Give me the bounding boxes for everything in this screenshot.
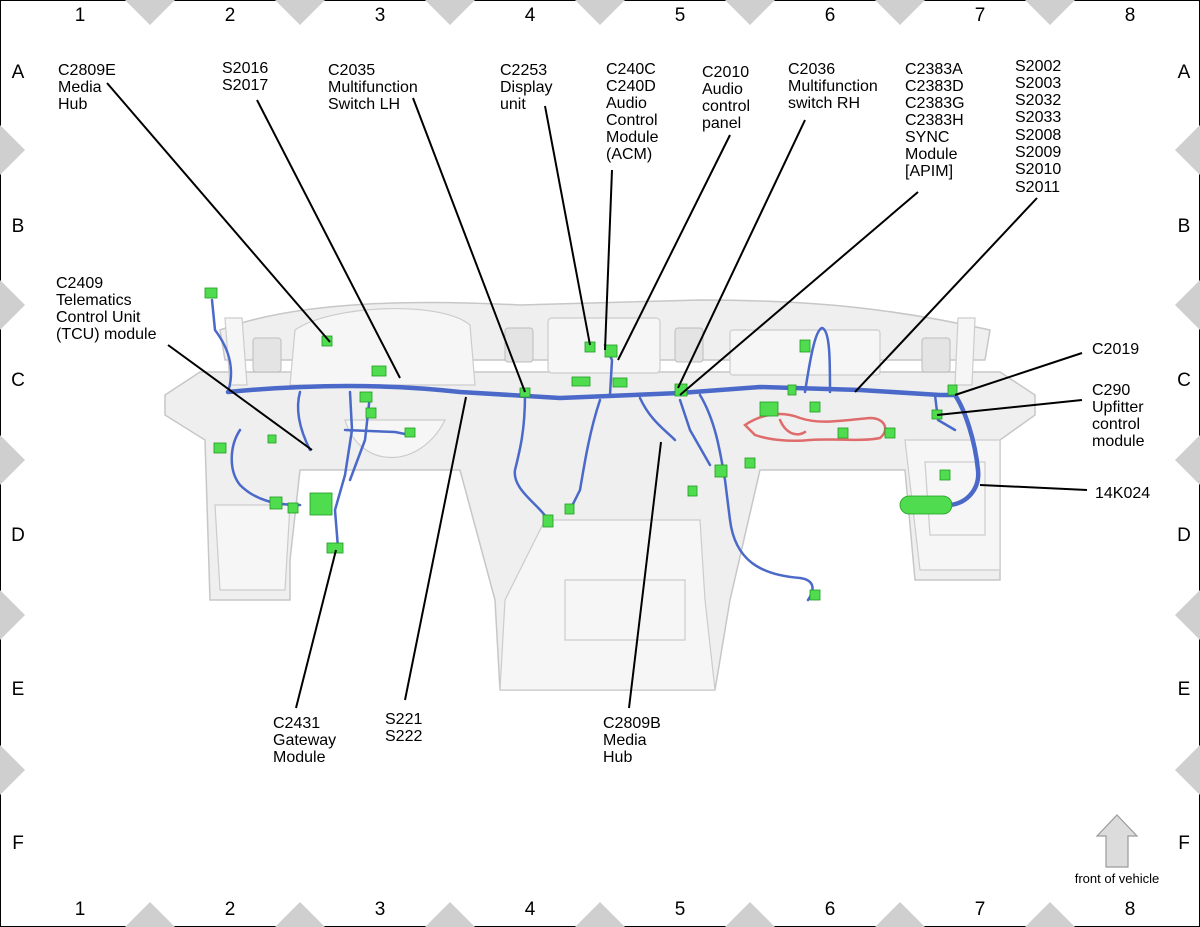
connector [269,496,283,510]
connector [519,387,531,398]
grid-col-label: 6 [825,899,836,920]
front-of-vehicle-indicator: front of vehicle [1075,814,1160,886]
connector [571,376,591,387]
grid-row-labels-right: A B C D E F [1177,62,1191,854]
grid-row-label: C [1177,370,1191,391]
connector [714,464,728,478]
grid-row-label: A [1178,62,1191,83]
callout-c240: C240C C240D Audio Control Module (ACM) [606,61,663,163]
connector [371,365,387,377]
connector [309,492,333,516]
callout-c2809e: C2809E Media Hub [58,62,120,113]
grid-col-label: 8 [1125,5,1136,26]
grid-row-label: F [12,833,24,854]
callout-c2036: C2036 Multifunction switch RH [788,61,882,112]
grid-col-label: 4 [525,899,536,920]
grid-row-label: B [1178,216,1191,237]
instrument-panel-illustration [164,299,1036,691]
connector [759,401,779,417]
grid-col-label: 2 [225,5,236,26]
leader-lines [106,82,1088,709]
connector [604,344,618,358]
callout-c2431: C2431 Gateway Module [273,715,341,766]
up-arrow-icon [1095,814,1139,868]
callout-s2016: S2016 S2017 [222,60,273,94]
connector [799,339,811,353]
callout-c290: C290 Upfitter control module [1092,382,1148,450]
callout-c2409: C2409 Telematics Control Unit (TCU) modu… [56,275,157,343]
grid-col-label: 2 [225,899,236,920]
connector [213,442,227,454]
grid-col-label: 6 [825,5,836,26]
connector [321,335,333,347]
callout-c2035: C2035 Multifunction Switch LH [328,62,422,113]
grid-col-label: 1 [75,899,86,920]
grid-row-labels-left: A B C D E F [11,62,25,854]
connector [612,377,628,388]
callout-c2010: C2010 Audio control panel [702,64,754,132]
grid-row-label: F [1178,833,1190,854]
connector [809,401,821,413]
callout-c2253: C2253 Display unit [500,62,557,113]
connector [947,384,958,396]
grid-col-label: 3 [375,5,386,26]
front-of-vehicle-label: front of vehicle [1075,871,1160,886]
grid-col-label: 4 [525,5,536,26]
callout-labels: C2809E Media Hub S2016 S2017 C2035 Multi… [56,58,1150,766]
grid-row-label: E [12,679,25,700]
connector [204,287,218,299]
callout-c2809b: C2809B Media Hub [603,715,665,766]
connector [884,427,896,439]
grid-col-label: 7 [975,899,986,920]
grid-row-label: E [1178,679,1191,700]
connector [787,384,797,396]
grid-col-label: 1 [75,5,86,26]
connector [404,427,416,438]
grid-row-label: C [11,370,25,391]
grid-row-label: D [11,525,25,546]
grid-column-labels-bottom: 1 2 3 4 5 6 7 8 [75,899,1136,920]
connector [287,502,299,514]
grid-col-label: 8 [1125,899,1136,920]
grid-row-label: B [12,216,25,237]
connector [744,457,756,469]
grid-col-label: 5 [675,899,686,920]
connector [939,469,951,481]
callout-c2019: C2019 [1092,341,1139,358]
callout-s2002: S2002 S2003 S2032 S2033 S2008 S2009 S201… [1015,58,1066,196]
callout-s221: S221 S222 [385,711,427,745]
connector [542,514,554,528]
connector [837,427,849,439]
connector [809,589,821,601]
grid-col-label: 3 [375,899,386,920]
connector [365,407,377,419]
connector [359,391,373,403]
grid-col-label: 7 [975,5,986,26]
callout-c2383: C2383A C2383D C2383G C2383H SYNC Module … [905,61,969,180]
connector [564,503,575,515]
connector-14k024-body [899,495,953,515]
connector [687,485,698,497]
connectors [204,287,958,601]
grid-row-label: D [1177,525,1191,546]
connector [267,434,277,444]
callout-14k024: 14K024 [1095,485,1150,502]
grid-col-label: 5 [675,5,686,26]
grid-row-label: A [12,62,25,83]
grid-column-labels-top: 1 2 3 4 5 6 7 8 [75,5,1136,26]
